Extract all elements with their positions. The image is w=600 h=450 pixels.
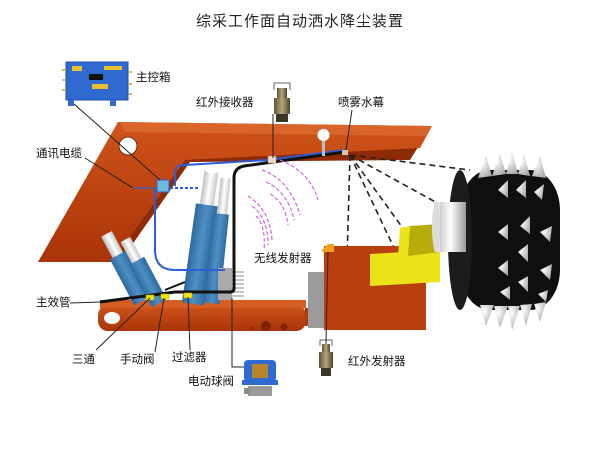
label-spray-curtain: 喷雾水幕 [338,95,384,109]
hydraulic-legs [101,167,231,308]
filter-block [218,268,244,300]
communication-cable [135,149,346,271]
label-wireless-transmitter: 无线发射器 [254,251,312,265]
support-canopy [38,122,432,262]
water-pipe [99,150,346,304]
leader-lines [69,103,353,368]
shearer-body [308,224,440,330]
label-ir-transmitter: 红外发射器 [348,354,406,368]
diagram-title: 综采工作面自动洒水降尘装置 [195,12,404,30]
support-base [98,300,313,331]
label-communication-cable: 通讯电缆 [36,146,82,160]
label-manual-valve: 手动阀 [120,352,155,366]
label-electric-ball-valve: 电动球阀 [188,374,234,388]
wireless-waves-icon [247,159,319,251]
drum-picks [478,152,552,330]
label-tee: 三通 [72,352,95,366]
electric-ball-valve-icon [242,360,278,396]
ir-transmitter-icon [319,339,333,376]
cutting-drum [432,152,560,330]
spray-nozzle [342,150,348,155]
label-ir-receiver: 红外接收器 [196,95,254,109]
ir-receiver-icon [273,82,291,122]
spray-nozzle-mount [317,128,330,156]
main-control-box-icon [62,61,132,106]
label-main-pipe: 主效管 [36,295,71,309]
pipe-clip [267,155,277,164]
label-filter: 过滤器 [172,350,207,364]
label-main-control-box: 主控箱 [136,70,171,84]
